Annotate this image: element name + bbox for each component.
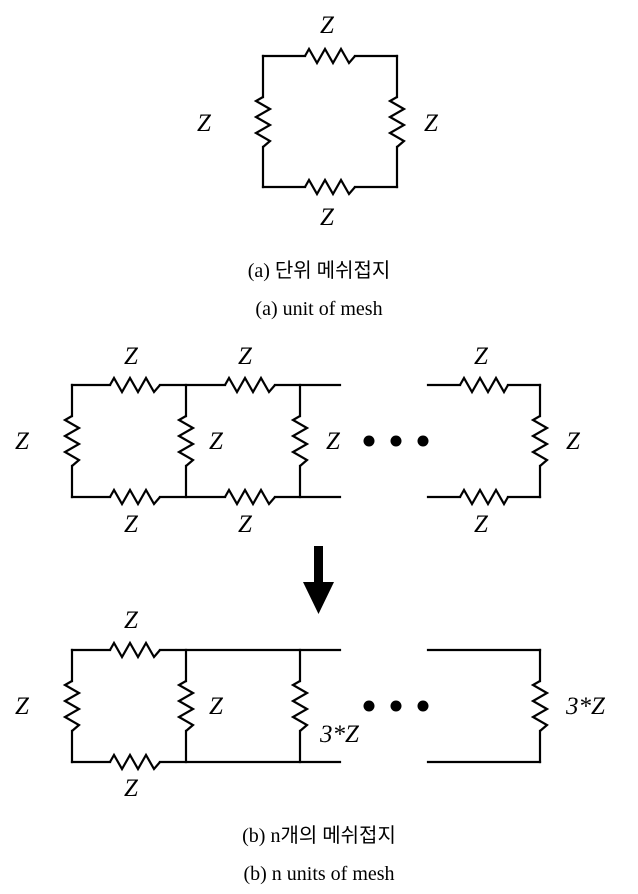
n-mesh-resistor-top-2 (224, 375, 276, 395)
unit-mesh-label-top: Z (320, 12, 335, 39)
equiv-resistor-vertical-1 (62, 680, 82, 732)
n-mesh-label-bottom-1: Z (124, 511, 139, 538)
unit-mesh-label-right: Z (424, 110, 439, 137)
n-mesh-label-mid-2: Z (326, 428, 341, 455)
equiv-label-mid: Z (209, 693, 224, 720)
n-mesh-label-top-1: Z (124, 343, 139, 370)
equiv-label-top: Z (124, 607, 139, 634)
ellipsis-dot-2 (390, 435, 402, 447)
equiv-label-triple: 3*Z (319, 721, 360, 748)
n-mesh-diagram-equivalent: Z Z Z 3*Z 3*Z Z (15, 607, 606, 802)
n-mesh-label-right: Z (566, 428, 581, 455)
equiv-resistor-vertical-3 (290, 680, 310, 732)
equiv-ellipsis-dot-3 (417, 700, 429, 712)
unit-mesh-label-left: Z (197, 110, 212, 137)
equiv-resistor-top (109, 640, 161, 660)
caption-a-english: (a) unit of mesh (255, 298, 382, 320)
n-mesh-diagram-original: Z Z Z Z Z Z Z Z Z Z (15, 343, 581, 538)
unit-mesh-resistor-right (387, 96, 407, 148)
equiv-label-bottom: Z (124, 775, 139, 802)
n-mesh-resistor-vertical-2 (176, 415, 196, 467)
unit-mesh-resistor-top (304, 46, 356, 66)
ellipsis-dot-1 (363, 435, 375, 447)
n-mesh-resistor-bottom-1 (109, 487, 161, 507)
n-mesh-resistor-bottom-2 (224, 487, 276, 507)
equiv-resistor-vertical-n (530, 680, 550, 732)
n-mesh-resistor-top-n (459, 375, 509, 395)
down-arrow-icon (303, 546, 334, 614)
n-mesh-resistor-vertical-1 (62, 415, 82, 467)
n-mesh-resistor-vertical-n (530, 415, 550, 467)
equiv-ellipsis-dot-1 (363, 700, 375, 712)
caption-b-korean: (b) n개의 메쉬접지 (242, 824, 396, 847)
n-mesh-resistor-top-1 (109, 375, 161, 395)
ellipsis-dot-3 (417, 435, 429, 447)
n-mesh-label-left: Z (15, 428, 30, 455)
caption-a-korean: (a) 단위 메쉬접지 (248, 259, 391, 282)
unit-mesh-resistor-bottom (304, 177, 356, 197)
n-mesh-label-bottom-n: Z (474, 511, 489, 538)
equiv-ellipsis-dot-2 (390, 700, 402, 712)
unit-mesh-diagram: Z Z Z Z (197, 12, 439, 231)
n-mesh-label-top-n: Z (474, 343, 489, 370)
equiv-label-left: Z (15, 693, 30, 720)
n-mesh-resistor-bottom-n (459, 487, 509, 507)
equiv-vertical-wires (70, 648, 542, 764)
n-mesh-resistor-vertical-3 (290, 415, 310, 467)
n-mesh-label-bottom-2: Z (238, 511, 253, 538)
equiv-resistor-bottom (109, 752, 161, 772)
equiv-label-triple-right: 3*Z (565, 693, 606, 720)
caption-b-english: (b) n units of mesh (243, 863, 394, 885)
equiv-resistor-vertical-2 (176, 680, 196, 732)
n-mesh-label-top-2: Z (238, 343, 253, 370)
n-mesh-vertical-wires (70, 383, 542, 499)
unit-mesh-resistor-left (253, 96, 273, 148)
unit-mesh-label-bottom: Z (320, 204, 335, 231)
n-mesh-label-mid-1: Z (209, 428, 224, 455)
